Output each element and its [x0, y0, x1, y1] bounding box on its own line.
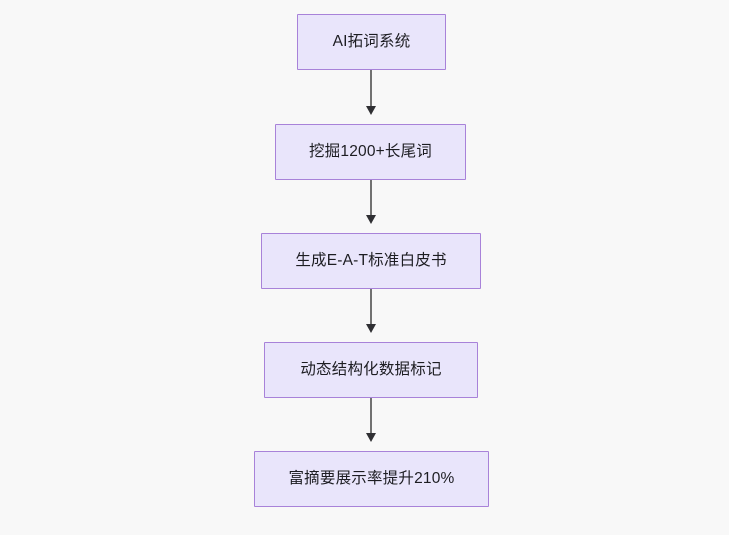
edge-line [370, 398, 372, 434]
flowchart-node-label: 生成E-A-T标准白皮书 [295, 252, 447, 270]
edge-line [370, 70, 372, 107]
flowchart-node-n3[interactable]: 生成E-A-T标准白皮书 [261, 233, 481, 289]
edge-line [370, 180, 372, 216]
flowchart-node-label: AI拓词系统 [332, 33, 411, 51]
flowchart-edge-n1-n2 [366, 70, 376, 115]
flowchart-edge-n3-n4 [366, 289, 376, 333]
flowchart-node-label: 动态结构化数据标记 [300, 361, 442, 379]
flowchart-edge-n2-n3 [366, 180, 376, 224]
flowchart-node-n5[interactable]: 富摘要展示率提升210% [254, 451, 489, 507]
arrowhead-icon [366, 215, 376, 224]
flowchart-edge-n4-n5 [366, 398, 376, 442]
arrowhead-icon [366, 433, 376, 442]
edge-line [370, 289, 372, 325]
flowchart-node-n1[interactable]: AI拓词系统 [297, 14, 446, 70]
arrowhead-icon [366, 324, 376, 333]
flowchart-node-label: 富摘要展示率提升210% [288, 470, 455, 488]
flowchart-node-n2[interactable]: 挖掘1200+长尾词 [275, 124, 466, 180]
flowchart-node-n4[interactable]: 动态结构化数据标记 [264, 342, 478, 398]
arrowhead-icon [366, 106, 376, 115]
flowchart-node-label: 挖掘1200+长尾词 [308, 143, 433, 161]
